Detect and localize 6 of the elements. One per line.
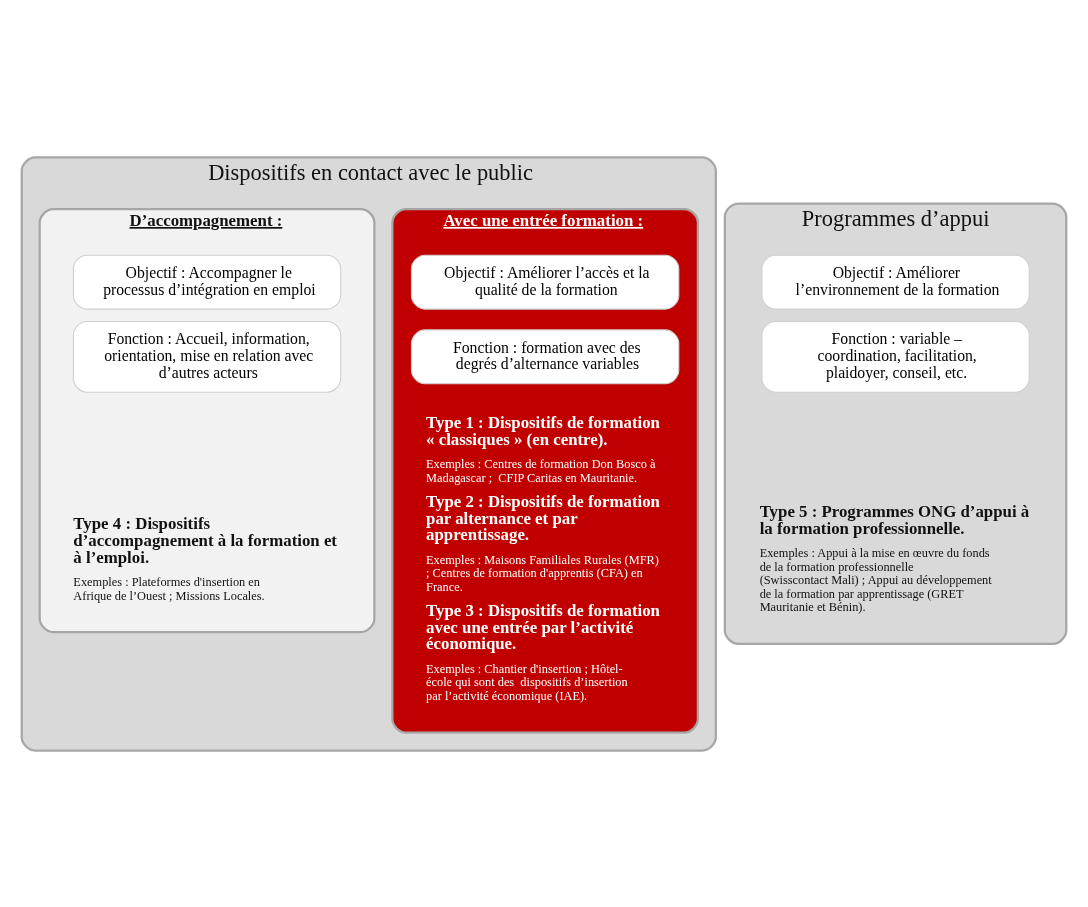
node-box: Fonction : formation avec des degrés d’alternance variables	[410, 328, 680, 384]
node-box: Fonction : Accueil, information, orientation, mise en relation avec d’autres acteurs	[72, 320, 342, 393]
node-box: Objectif : Accompagner le processus d’intégration en emploi	[72, 254, 342, 310]
node-box: Objectif : Améliorer l’environnement de la formation	[761, 254, 1030, 310]
node-box: Fonction : variable – coordination, facilitation, plaidoyer, conseil, etc.	[761, 320, 1030, 393]
node-box: Objectif : Améliorer l’accès et la qualité de la formation	[410, 254, 680, 310]
